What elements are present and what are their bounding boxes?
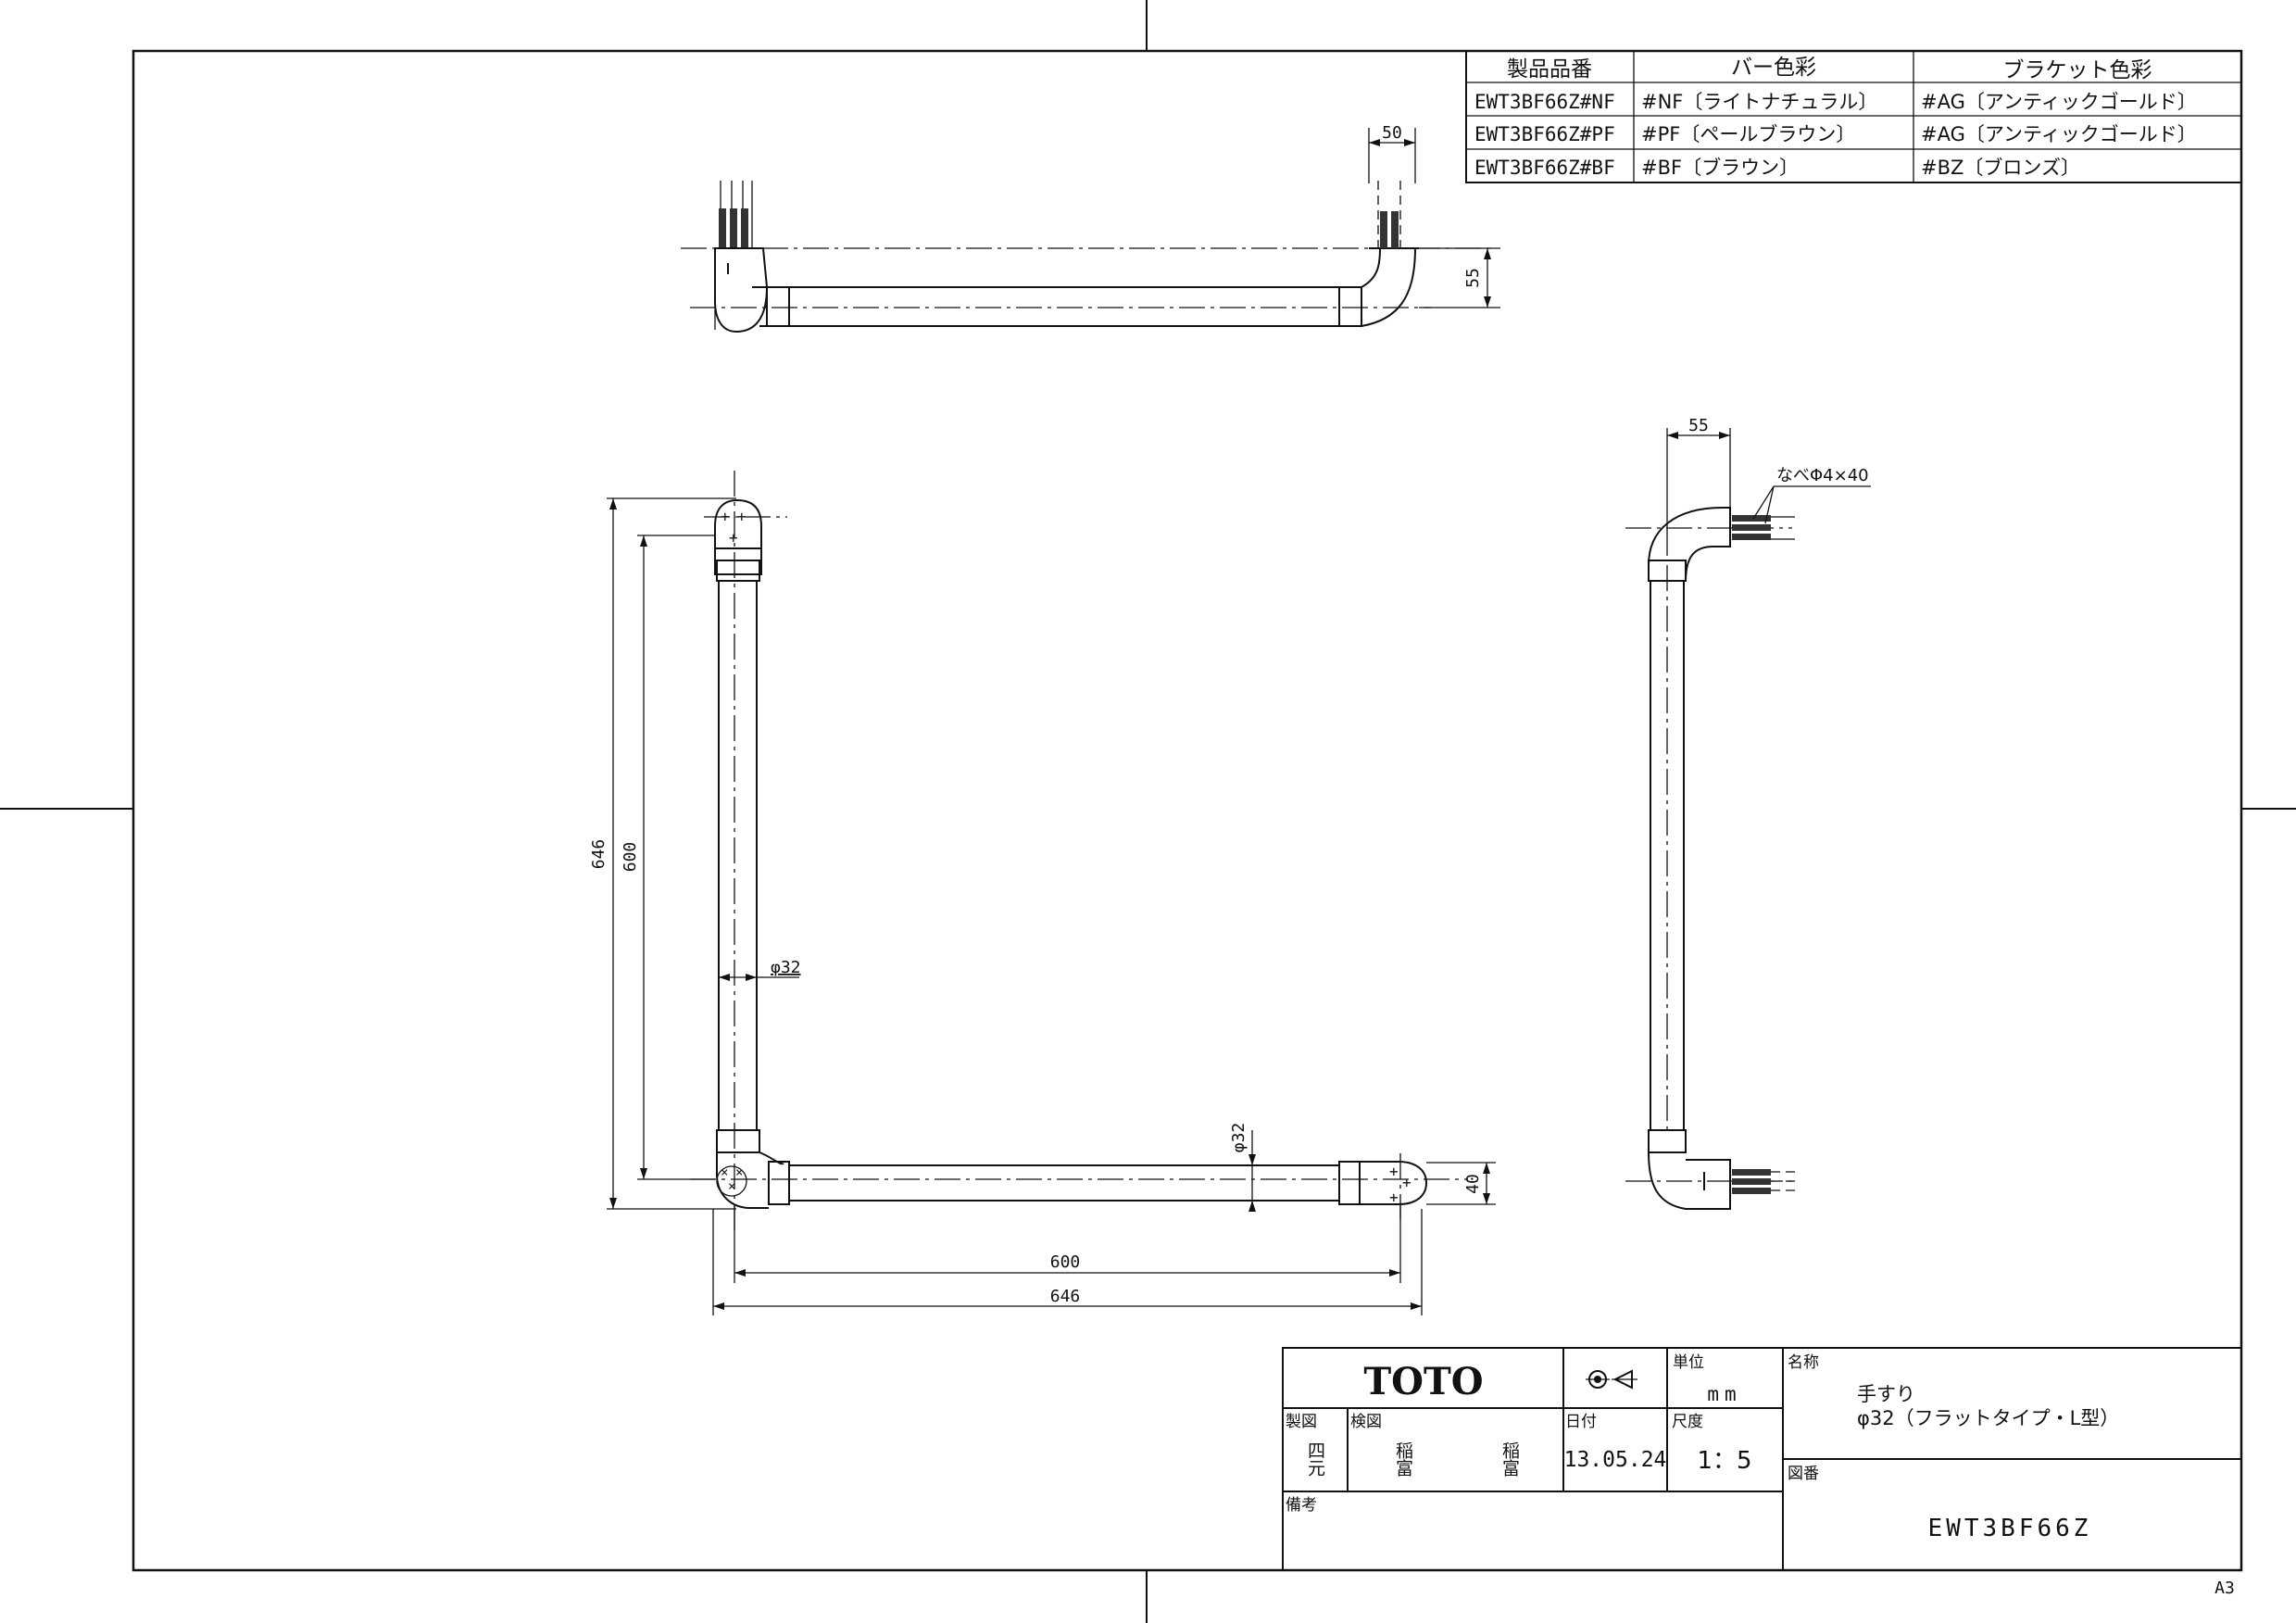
drafter-label: 製図 <box>1286 1413 1317 1431</box>
dim-label: φ32 <box>771 958 801 977</box>
title-block: TOTO 単位 mm 名称 手すり φ32（フラットタイプ・L型） 製図 四元 … <box>1282 1347 2242 1571</box>
svg-text:×: × <box>728 1179 735 1194</box>
front-view: + + + × × × + + + 646 60 <box>589 471 1496 1315</box>
table-cell: #BZ〔ブロンズ〕 <box>1921 157 2080 179</box>
name-label: 名称 <box>1788 1353 1819 1372</box>
product-subname: φ32（フラットタイプ・L型） <box>1857 1407 2119 1429</box>
svg-text:×: × <box>735 1165 743 1180</box>
checker-name: 稲富 <box>1499 1441 1520 1477</box>
projection-symbol-icon <box>1586 1369 1637 1390</box>
dim-label: 646 <box>589 839 609 870</box>
table-cell: #BF〔ブラウン〕 <box>1641 157 1799 179</box>
drawing-number: EWT3BF66Z <box>1928 1515 2092 1542</box>
date-value: 13.05.24 <box>1564 1448 1667 1472</box>
table-header-bar-color: バー色彩 <box>1731 56 1816 80</box>
svg-text:+: + <box>737 508 747 525</box>
table-cell: EWT3BF66Z#PF <box>1474 123 1615 145</box>
table-cell: #PF〔ペールブラウン〕 <box>1641 123 1855 145</box>
top-view: 50 55 <box>681 123 1500 333</box>
checker-label: 検図 <box>1350 1413 1382 1431</box>
table-cell: EWT3BF66Z#BF <box>1474 157 1615 179</box>
table-header-product: 製品品番 <box>1507 57 1592 82</box>
unit-value: mm <box>1707 1383 1741 1405</box>
drawing-no-label: 図番 <box>1788 1465 1819 1483</box>
unit-label: 単位 <box>1673 1353 1704 1372</box>
dim-label: φ32 <box>1229 1123 1248 1153</box>
svg-text:+: + <box>1389 1163 1399 1180</box>
scale-value: 1：5 <box>1697 1447 1751 1475</box>
color-table: 製品品番 バー色彩 ブラケット色彩 EWT3BF66Z#NF #NF〔ライトナチ… <box>1465 50 2242 183</box>
screw-group <box>719 181 753 274</box>
svg-text:+: + <box>721 508 730 525</box>
company-logo: TOTO <box>1363 1360 1483 1403</box>
svg-text:+: + <box>729 529 738 547</box>
scale-label: 尺度 <box>1672 1413 1703 1431</box>
dim-label: 600 <box>1050 1252 1081 1272</box>
table-cell: #AG〔アンティックゴールド〕 <box>1921 91 2197 113</box>
dim-label: 646 <box>1050 1287 1081 1306</box>
date-label: 日付 <box>1565 1413 1597 1431</box>
dim-label: 600 <box>621 842 640 873</box>
side-view: 55 なべΦ4×40 <box>1625 416 1871 1210</box>
svg-text:+: + <box>1402 1174 1411 1191</box>
screw-note: なべΦ4×40 <box>1776 466 1869 485</box>
table-cell: #AG〔アンティックゴールド〕 <box>1921 123 2197 145</box>
dim-label: 55 <box>1688 416 1709 435</box>
svg-text:×: × <box>721 1165 728 1180</box>
dim-label: 55 <box>1463 268 1483 288</box>
table-cell: EWT3BF66Z#NF <box>1474 91 1615 113</box>
product-name: 手すり <box>1857 1383 1915 1405</box>
sheet-size: A3 <box>2214 1579 2235 1598</box>
dim-label: 50 <box>1382 123 1402 143</box>
svg-text:+: + <box>1389 1189 1399 1206</box>
remarks-label: 備考 <box>1286 1496 1317 1515</box>
table-header-bracket-color: ブラケット色彩 <box>2003 58 2152 82</box>
drawing-frame <box>132 49 2243 1572</box>
drafter-name: 四元 <box>1305 1441 1325 1477</box>
table-cell: #NF〔ライトナチュラル〕 <box>1641 91 1877 113</box>
dim-label: 40 <box>1463 1174 1483 1194</box>
checker-name: 稲富 <box>1393 1441 1413 1477</box>
